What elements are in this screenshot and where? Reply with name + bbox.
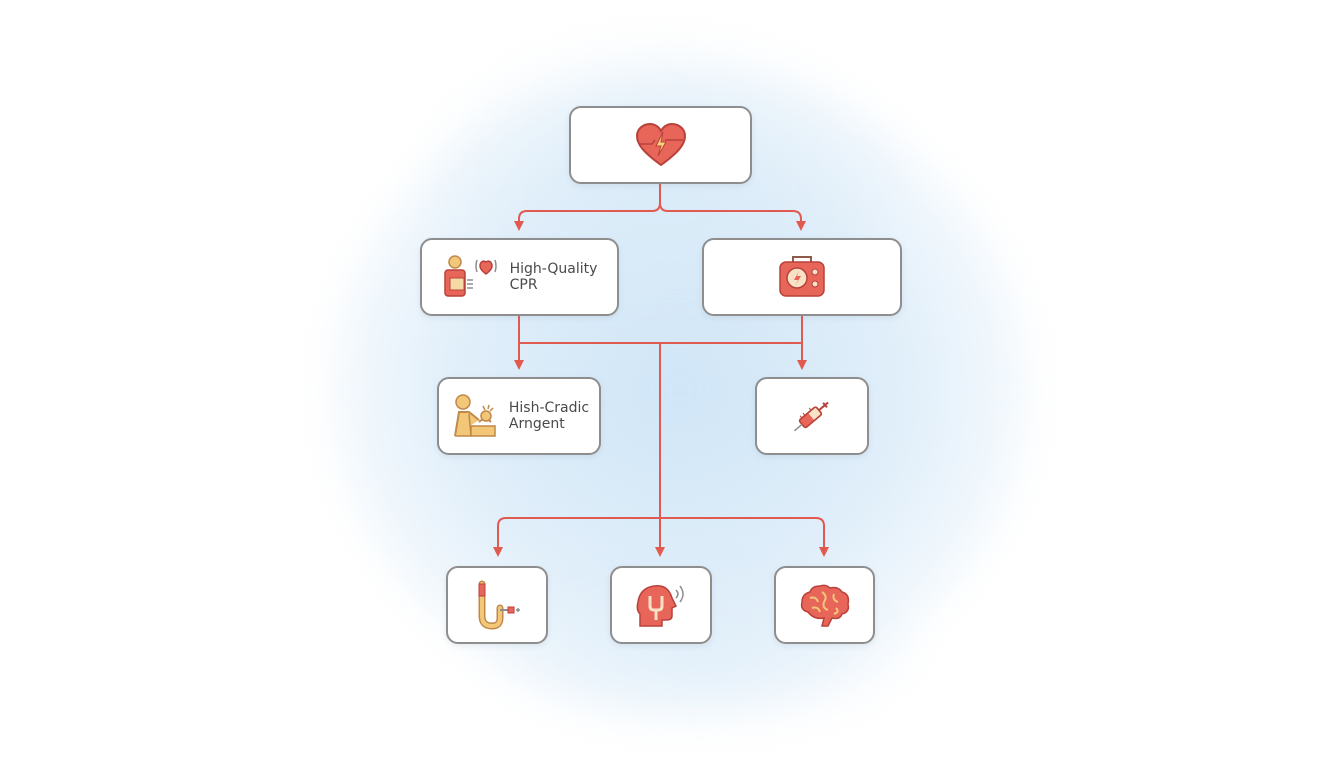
arrowhead-defib xyxy=(796,221,806,231)
head-sound-icon xyxy=(634,580,688,630)
node-cpr: High-Quality CPR xyxy=(420,238,619,316)
connector-bottom-branch xyxy=(506,517,829,557)
defibrillator-icon xyxy=(777,254,827,300)
node-brain-care xyxy=(774,566,875,644)
person-compression-icon xyxy=(449,392,499,440)
node-cpr-label: High-Quality CPR xyxy=(509,261,598,293)
cpr-person-icon xyxy=(442,254,500,300)
brain-icon xyxy=(798,582,852,628)
airway-tube-icon xyxy=(472,580,522,630)
node-cardiac-arrest xyxy=(569,106,752,184)
syringe-icon xyxy=(787,393,837,439)
node-airway xyxy=(446,566,548,644)
node-head-assessment xyxy=(610,566,712,644)
node-cardiac-care-label: Hish-Cradic Arngent xyxy=(508,400,590,432)
arrowhead-cpr xyxy=(514,221,524,231)
connector-bottom-left xyxy=(493,517,507,557)
node-defibrillator xyxy=(702,238,902,316)
connector-root xyxy=(518,184,661,227)
node-medication xyxy=(755,377,869,455)
connector-root-right xyxy=(659,202,802,227)
heart-lightning-icon xyxy=(634,122,688,168)
node-cardiac-care: Hish-Cradic Arngent xyxy=(437,377,601,455)
